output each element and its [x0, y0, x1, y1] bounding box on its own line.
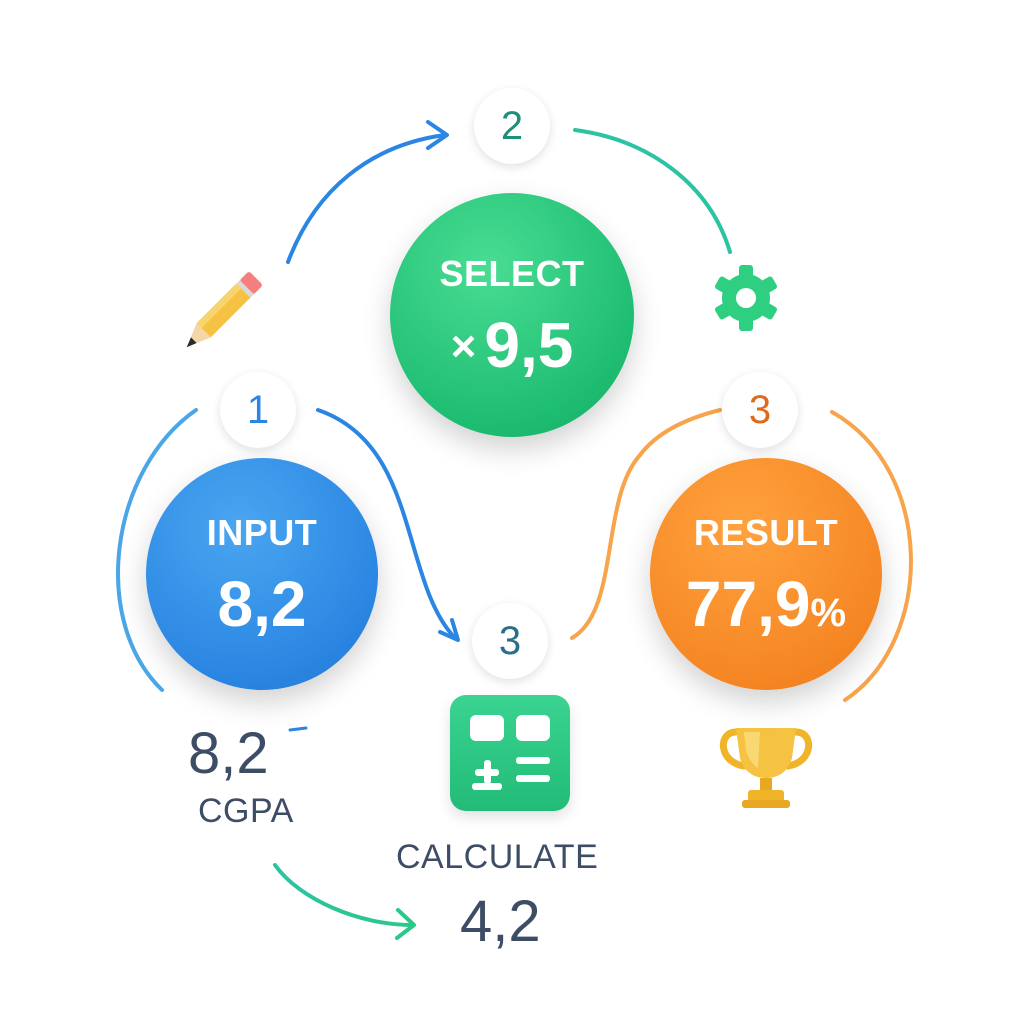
arc-to-step-2: [286, 133, 447, 264]
select-multiplier-value: 9,5: [484, 309, 574, 381]
result-disc: RESULT 77,9%: [650, 458, 882, 690]
select-value: ×9,5: [451, 313, 574, 377]
arc-calculate-to-result: [570, 408, 722, 640]
cgpa-label: CGPA: [198, 792, 294, 830]
gear-icon: [715, 265, 777, 331]
select-label: SELECT: [439, 253, 585, 294]
cgpa-value: 8,2: [188, 721, 269, 786]
arrowhead-to-step-2: [426, 120, 449, 150]
result-label: RESULT: [693, 512, 839, 553]
result-unit: %: [810, 591, 847, 635]
calculate-label: CALCULATE: [396, 838, 599, 876]
arc-right-outer: [830, 410, 913, 702]
input-value: 8,2: [217, 568, 307, 640]
multiply-sign: ×: [450, 322, 477, 371]
step-2-badge: 2: [474, 88, 550, 164]
arc-left-outer: [116, 408, 198, 692]
arc-step-2-to-gear: [573, 128, 732, 254]
step-3-result-badge: 3: [722, 372, 798, 448]
result-number: 77,9: [685, 568, 811, 640]
arc-step-1-to-calculate: [316, 408, 457, 640]
input-disc: INPUT 8,2: [146, 458, 378, 690]
select-disc: SELECT ×9,5: [390, 193, 634, 437]
calculator-icon: [450, 695, 570, 811]
calculate-value: 4,2: [460, 889, 541, 954]
input-label: INPUT: [206, 512, 318, 553]
result-value: 77,9%: [686, 572, 846, 636]
arrowhead-to-calculate: [438, 618, 460, 642]
arrowhead-to-calculate-value: [395, 908, 416, 940]
dash-mark: [288, 726, 308, 732]
arc-cgpa-to-calculate-value: [273, 863, 414, 927]
trophy-icon: [719, 728, 813, 808]
step-3-calculate-badge: 3: [472, 603, 548, 679]
pencil-icon: [186, 272, 262, 348]
step-1-badge: 1: [220, 372, 296, 448]
